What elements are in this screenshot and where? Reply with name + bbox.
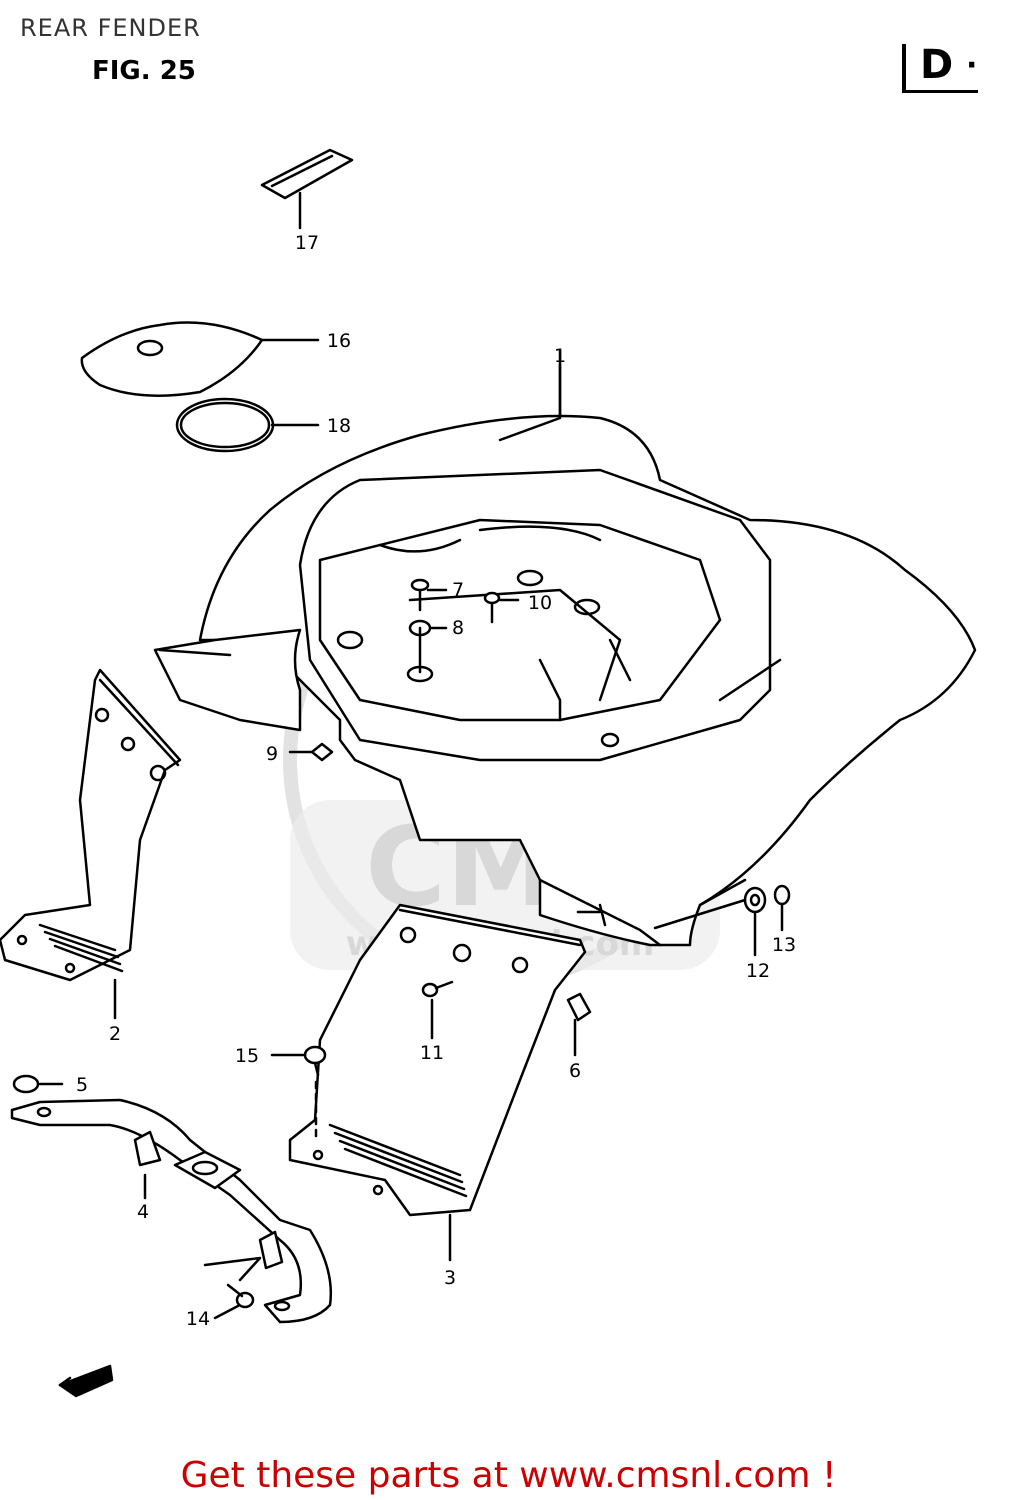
part-8-drawing	[418, 626, 448, 674]
part-label: 14	[186, 1308, 210, 1330]
part-14-drawing	[203, 1256, 262, 1320]
part-label: 11	[420, 1042, 444, 1064]
part-18-drawing	[175, 397, 320, 453]
diagram-title: REAR FENDER	[20, 14, 201, 42]
section-code: D	[920, 42, 954, 88]
exploded-parts-diagram: CMS www.cmsnl.com	[0, 148, 977, 1398]
part-6-drawing	[566, 992, 592, 1057]
part-2-drawing	[0, 668, 182, 1020]
part-label: 5	[76, 1074, 88, 1096]
part-5-drawing	[12, 1074, 64, 1094]
part-label: 15	[235, 1045, 259, 1067]
part-12-13-drawing	[653, 884, 791, 957]
section-code-box: D ·	[900, 40, 982, 94]
part-7-drawing	[410, 578, 448, 612]
figure-number: FIG. 25	[92, 56, 196, 86]
part-4-drawing	[10, 1098, 332, 1324]
part-label: 6	[569, 1060, 581, 1082]
code-box-underline	[902, 90, 978, 93]
part-label: 12	[746, 960, 770, 982]
part-label: 10	[528, 592, 552, 614]
code-box-bar	[902, 44, 906, 92]
part-label: 1	[554, 345, 566, 367]
part-label: 3	[444, 1267, 456, 1289]
part-9-drawing	[288, 742, 334, 762]
part-11-drawing	[421, 980, 454, 1040]
part-label: 7	[452, 579, 464, 601]
part-label: 16	[327, 330, 351, 352]
part-labels: 1 2 3 4 5 6 7 8 9 10 11 12 13 14 15 16 1…	[76, 232, 796, 1330]
part-1-drawing	[153, 348, 977, 947]
footer-link-text[interactable]: Get these parts at www.cmsnl.com !	[180, 1455, 837, 1496]
part-label: 4	[137, 1201, 149, 1223]
part-16-drawing	[80, 321, 320, 397]
part-label: 18	[327, 415, 351, 437]
part-3-drawing	[288, 903, 587, 1262]
part-15-drawing	[270, 1045, 327, 1142]
part-10-drawing	[483, 591, 520, 624]
part-label: 9	[266, 743, 278, 765]
part-17-drawing	[260, 148, 354, 230]
part-label: 17	[295, 232, 319, 254]
part-label: 13	[772, 934, 796, 956]
part-label: 2	[109, 1023, 121, 1045]
front-arrow-icon	[58, 1364, 114, 1398]
code-mark: ·	[966, 48, 978, 83]
part-label: 8	[452, 617, 464, 639]
